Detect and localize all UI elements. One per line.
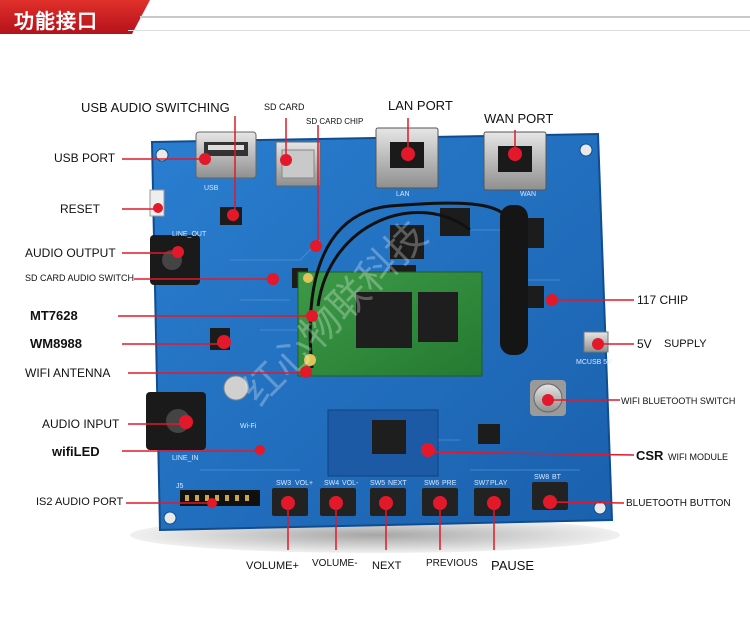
silk-vol-minus: VOL- bbox=[342, 480, 359, 487]
label-wan-port: WAN PORT bbox=[484, 111, 554, 126]
silk-vol-plus: VOL+ bbox=[295, 480, 313, 487]
label-bluetooth-button: BLUETOOTH BUTTON bbox=[626, 498, 731, 509]
label-wifi-module: WIFI MODULE bbox=[668, 452, 728, 462]
label-wifiled: wifiLED bbox=[52, 444, 100, 459]
silk-sw4: SW4 bbox=[324, 480, 339, 487]
marker-wifi-antenna bbox=[300, 366, 312, 378]
marker-reset bbox=[153, 203, 163, 213]
marker-previous bbox=[433, 496, 447, 510]
label-mt7628: MT7628 bbox=[30, 308, 78, 323]
label-sd-card-audio-switch: SD CARD AUDIO SWITCH bbox=[25, 273, 135, 283]
marker-wan-port bbox=[508, 147, 522, 161]
silk-next: NEXT bbox=[388, 480, 407, 487]
label-usb-port: USB PORT bbox=[54, 151, 116, 165]
marker-wifiled bbox=[255, 445, 265, 455]
silk-wan: WAN bbox=[520, 191, 536, 198]
marker-csr bbox=[421, 443, 435, 457]
label-usb-audio-switching: USB AUDIO SWITCHING bbox=[81, 100, 230, 115]
label-sd-card: SD CARD bbox=[264, 102, 305, 112]
marker-mt7628 bbox=[306, 310, 318, 322]
label-audio-output: AUDIO OUTPUT bbox=[25, 246, 116, 260]
marker-sd-audio-switch bbox=[267, 273, 279, 285]
label-5v: 5V bbox=[637, 337, 652, 351]
silk-line-out: LINE_OUT bbox=[172, 231, 207, 238]
label-next: NEXT bbox=[372, 560, 402, 572]
silk-j5: J5 bbox=[176, 483, 184, 490]
silk-bt: BT bbox=[552, 474, 562, 481]
header-divider-thin bbox=[128, 30, 750, 31]
label-csr: CSR bbox=[636, 448, 664, 463]
silk-wifi: Wi-Fi bbox=[240, 423, 257, 430]
silk-mcusb: MCUSB 5V bbox=[576, 359, 612, 366]
marker-pause bbox=[487, 496, 501, 510]
label-reset: RESET bbox=[60, 202, 101, 216]
header-title: 功能接口 bbox=[14, 9, 98, 33]
label-volume-minus: VOLUME- bbox=[312, 558, 358, 569]
label-wm8988: WM8988 bbox=[30, 336, 83, 351]
marker-vol-plus bbox=[281, 496, 295, 510]
silk-sw8: SW8 bbox=[534, 474, 549, 481]
silk-line-in: LINE_IN bbox=[172, 455, 198, 462]
label-lan-port: LAN PORT bbox=[388, 98, 453, 113]
label-volume-plus: VOLUME+ bbox=[246, 560, 299, 572]
marker-wifi-bt-switch bbox=[542, 394, 554, 406]
silk-sw6: SW6 bbox=[424, 480, 439, 487]
silk-usb: USB bbox=[204, 185, 219, 192]
marker-vol-minus bbox=[329, 496, 343, 510]
silk-lan: LAN bbox=[396, 191, 410, 198]
label-is2-audio-port: IS2 AUDIO PORT bbox=[36, 496, 124, 508]
marker-sd-chip bbox=[310, 240, 322, 252]
section-header: 功能接口 bbox=[0, 0, 750, 40]
label-previous: PREVIOUS bbox=[426, 558, 478, 569]
marker-usb-port bbox=[199, 153, 211, 165]
markers bbox=[153, 147, 604, 510]
silk-sw5: SW5 bbox=[370, 480, 385, 487]
label-sd-card-chip: SD CARD CHIP bbox=[306, 117, 364, 126]
label-supply: SUPPLY bbox=[664, 338, 707, 350]
silk-play: PLAY bbox=[490, 480, 508, 487]
header-banner bbox=[0, 0, 150, 34]
marker-117-chip bbox=[546, 294, 558, 306]
silk-sw3: SW3 bbox=[276, 480, 291, 487]
header-divider bbox=[140, 16, 750, 18]
leader-lines bbox=[118, 116, 635, 550]
silk-sw7: SW7 bbox=[474, 480, 489, 487]
label-wifi-antenna: WIFI ANTENNA bbox=[25, 366, 111, 380]
is2-pin-header bbox=[180, 490, 260, 506]
marker-is2 bbox=[207, 498, 217, 508]
marker-bluetooth-button bbox=[543, 495, 557, 509]
marker-5v bbox=[592, 338, 604, 350]
marker-next bbox=[379, 496, 393, 510]
marker-usb-switch bbox=[227, 209, 239, 221]
marker-lan-port bbox=[401, 147, 415, 161]
marker-wm8988 bbox=[217, 335, 231, 349]
label-117-chip: 117 CHIP bbox=[637, 293, 689, 307]
marker-audio-input bbox=[179, 415, 193, 429]
label-wifi-bluetooth-switch: WIFI BLUETOOTH SWITCH bbox=[621, 396, 736, 406]
silk-pre: PRE bbox=[442, 480, 457, 487]
label-pause: PAUSE bbox=[491, 558, 535, 573]
marker-sd-card bbox=[280, 154, 292, 166]
marker-audio-output bbox=[172, 246, 184, 258]
label-audio-input: AUDIO INPUT bbox=[42, 417, 120, 431]
